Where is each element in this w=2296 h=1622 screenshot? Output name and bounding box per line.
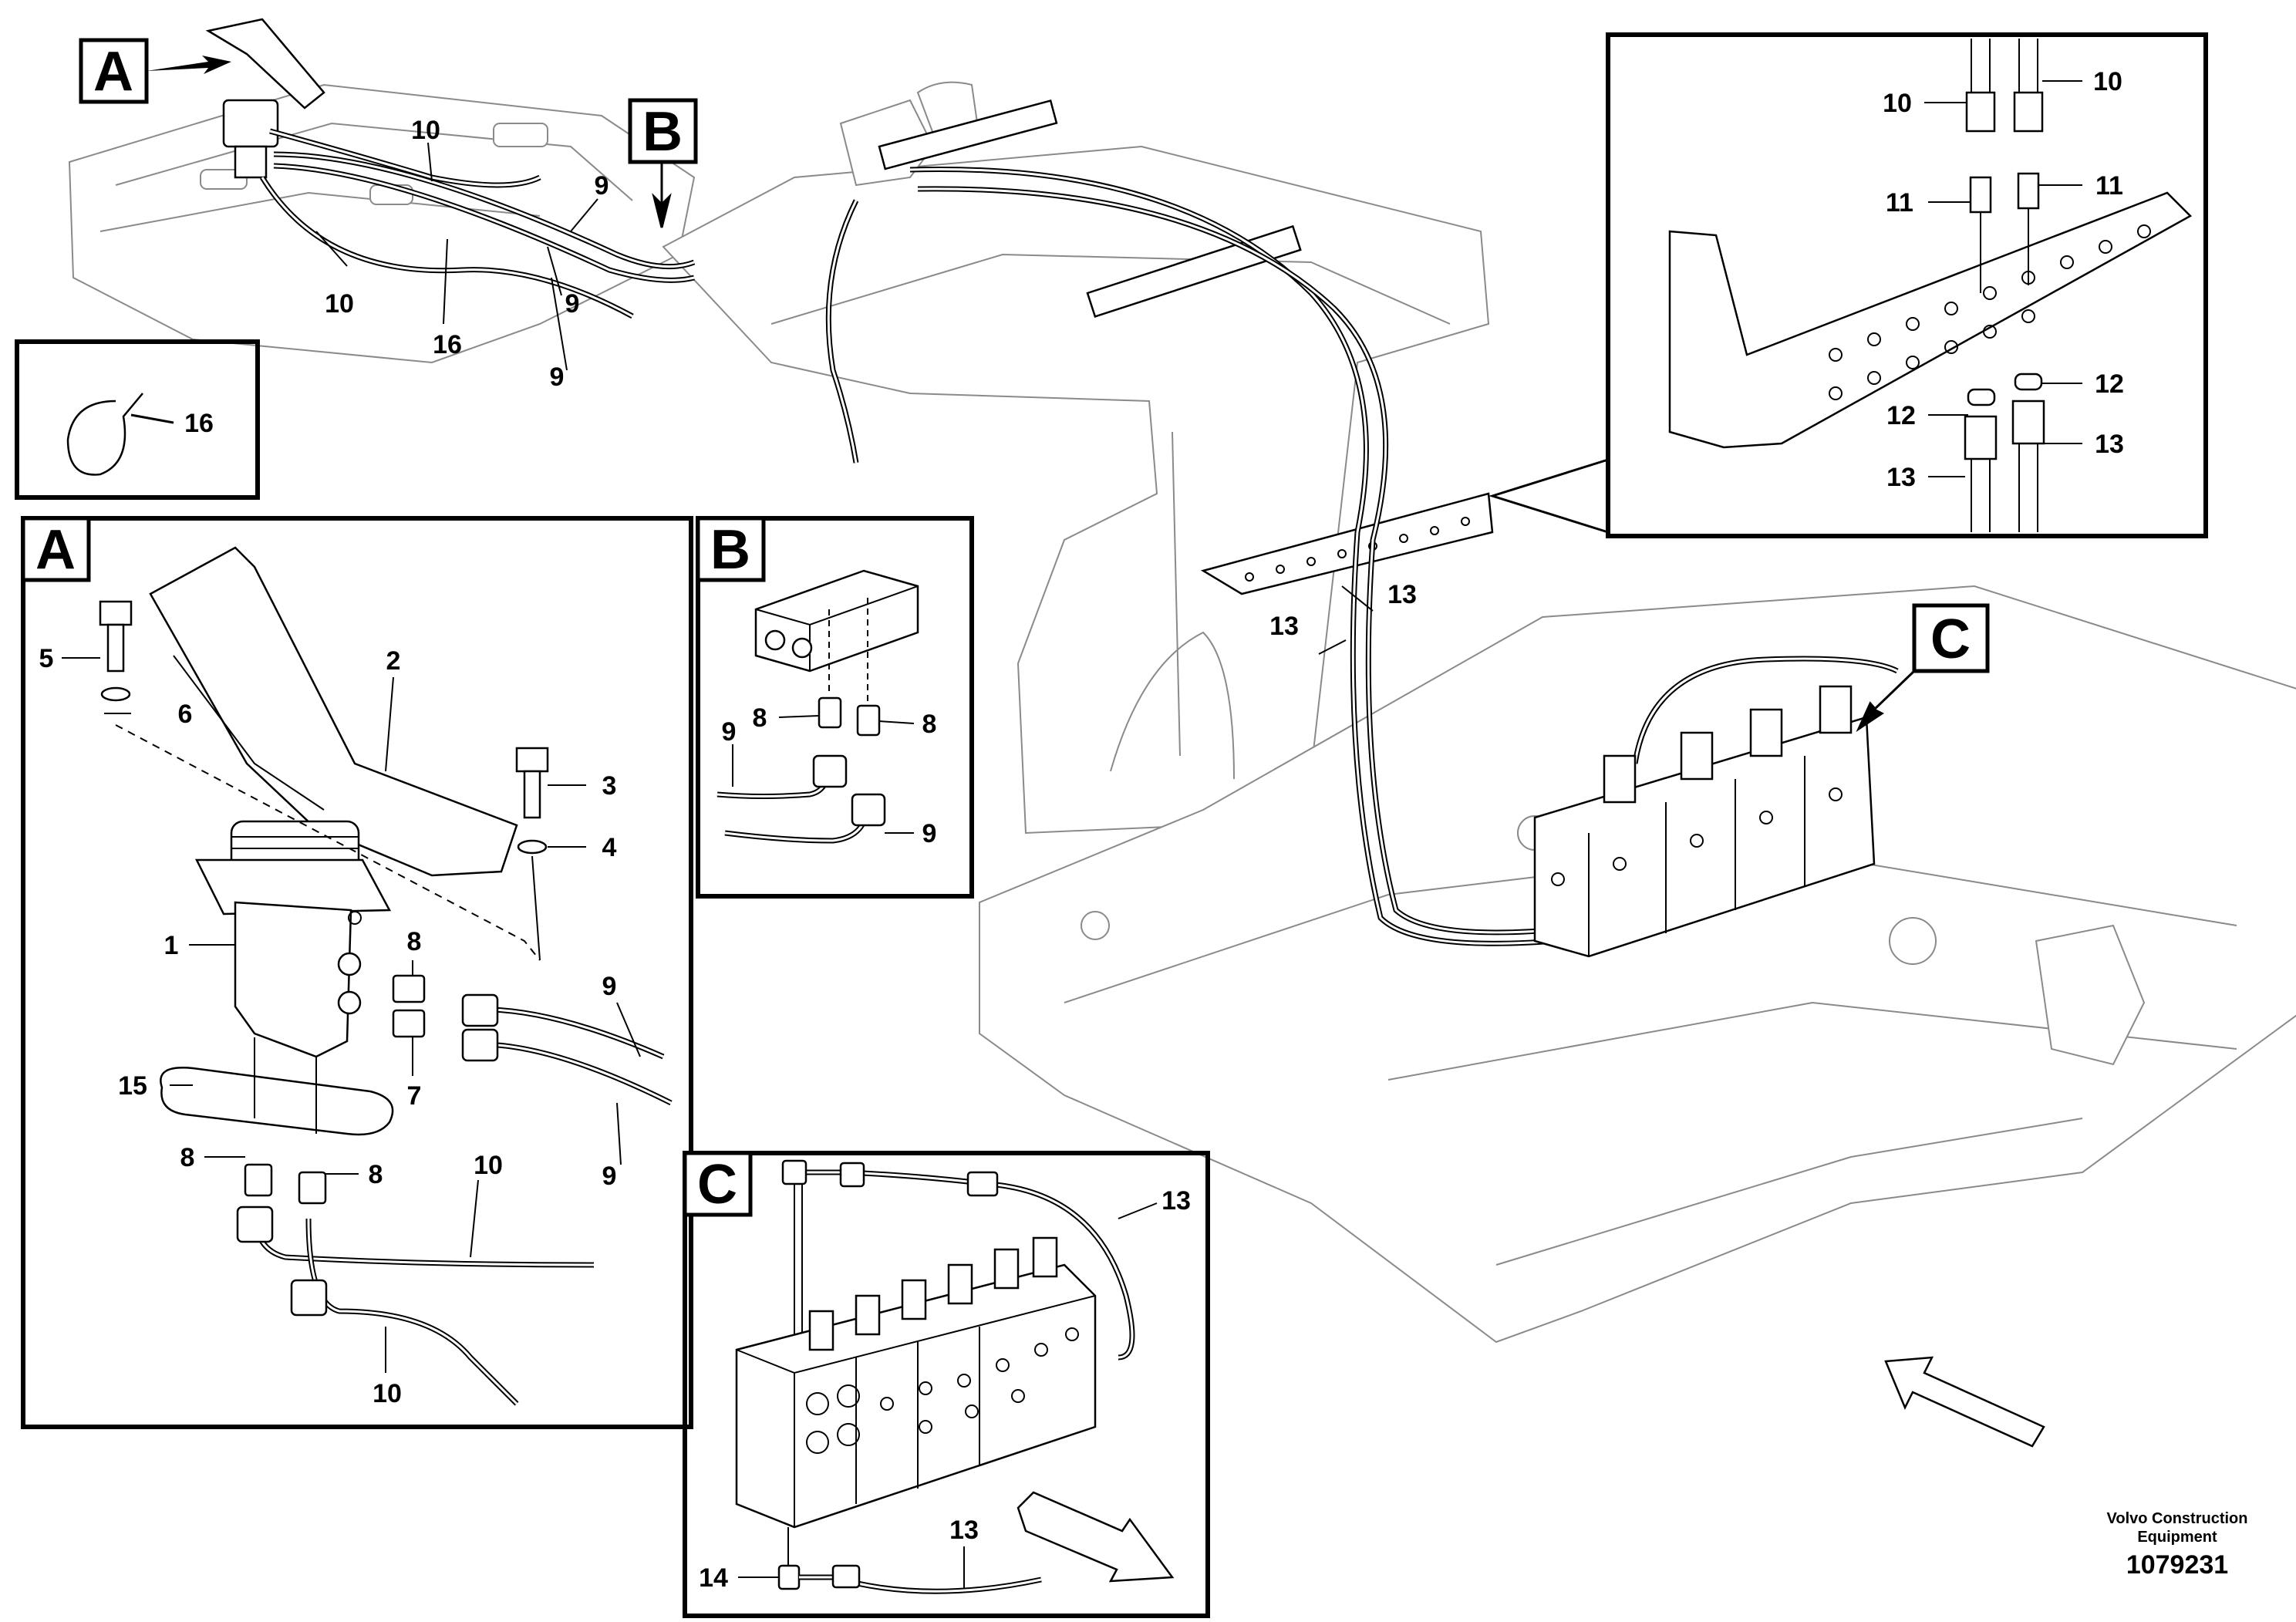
detail-a-letter: A [35, 519, 76, 581]
inset-cable-tie: 16 [15, 339, 260, 500]
inset-label-12-right: 12 [2095, 369, 2124, 399]
detail-c: C [683, 1151, 1210, 1618]
detail-a-label-1: 1 [164, 931, 179, 960]
main-label-16: 16 [433, 330, 462, 359]
detail-a-label-10-lower: 10 [373, 1379, 402, 1408]
pointer-arrow-icon [652, 162, 672, 228]
detail-a-label-8-upper: 8 [407, 927, 422, 956]
main-label-9-top: 9 [595, 171, 609, 201]
credit-company-line1: Volvo Construction [2107, 1510, 2248, 1527]
main-label-10-bottom: 10 [325, 289, 354, 319]
svg-text:C: C [1930, 609, 1971, 670]
main-label-9-bottom: 9 [550, 363, 565, 392]
direction-arrow-icon [1884, 1356, 2045, 1448]
detail-b-letter: B [710, 519, 750, 581]
main-label-10-top: 10 [411, 116, 440, 145]
detail-c-label-14: 14 [699, 1563, 728, 1593]
main-hoses [260, 128, 1899, 946]
detail-a-label-15: 15 [118, 1071, 147, 1101]
inset-label-12-left: 12 [1886, 401, 1916, 430]
pedal-assembly-main [205, 18, 325, 179]
main-label-13-left: 13 [1269, 612, 1299, 641]
detail-b-label-9-right: 9 [922, 819, 937, 848]
main-label-13-right: 13 [1387, 580, 1417, 609]
cable-tie-icon [66, 393, 143, 476]
main-label-9-mid: 9 [565, 289, 580, 319]
pointer-arrow-icon [147, 56, 231, 74]
detail-a-label-8-right: 8 [369, 1160, 383, 1189]
detail-a-label-10-upper: 10 [474, 1151, 503, 1180]
detail-c-label-13-top: 13 [1161, 1186, 1191, 1216]
detail-c-letter: C [697, 1154, 737, 1216]
credit-block: Volvo Construction Equipment 1079231 [2107, 1510, 2248, 1580]
credit-company-line2: Equipment [2137, 1529, 2217, 1546]
callout-box-main-b: B [628, 98, 698, 228]
inset-hose-detail: 10 10 11 11 12 12 13 13 [1488, 32, 2208, 538]
detail-a-label-4: 4 [602, 833, 617, 862]
inset-label-13-right: 13 [2095, 430, 2124, 459]
inset-label-11-right: 11 [2095, 171, 2123, 201]
detail-c-label-13-bottom: 13 [949, 1516, 979, 1545]
detail-b: B 8 8 9 9 [696, 516, 974, 899]
callout-box-main-c: C [1856, 603, 1990, 733]
control-valve-main [1533, 685, 1876, 958]
callout-box-main-a: A [79, 38, 231, 104]
svg-text:B: B [642, 101, 683, 163]
detail-a-label-3: 3 [602, 771, 617, 801]
upper-frame-assembly [68, 81, 2296, 1344]
main-leaders [315, 142, 1374, 655]
drawing-number: 1079231 [2126, 1550, 2228, 1580]
detail-a-label-9-lower: 9 [602, 1162, 617, 1191]
inset-label-10-left: 10 [1883, 89, 1912, 118]
svg-text:A: A [93, 41, 133, 103]
detail-a-label-2: 2 [386, 646, 401, 676]
detail-a-label-8-left: 8 [180, 1143, 195, 1172]
detail-a: A [21, 516, 693, 1429]
detail-b-label-9-left: 9 [722, 717, 737, 747]
detail-a-label-5: 5 [39, 644, 54, 673]
inset-label-10-right: 10 [2093, 67, 2122, 96]
detail-a-label-7: 7 [407, 1081, 422, 1111]
inset-label-11-left: 11 [1886, 188, 1913, 218]
pointer-arrow-icon [1856, 669, 1916, 733]
inset-label-13-left: 13 [1886, 463, 1916, 492]
detail-a-label-9-upper: 9 [602, 972, 617, 1001]
detail-a-label-6: 6 [178, 700, 193, 729]
direction-arrow-icon [1017, 1491, 1175, 1583]
inset-label-16: 16 [184, 409, 214, 438]
detail-b-label-8-right: 8 [922, 710, 937, 739]
detail-b-label-8-left: 8 [753, 703, 767, 733]
